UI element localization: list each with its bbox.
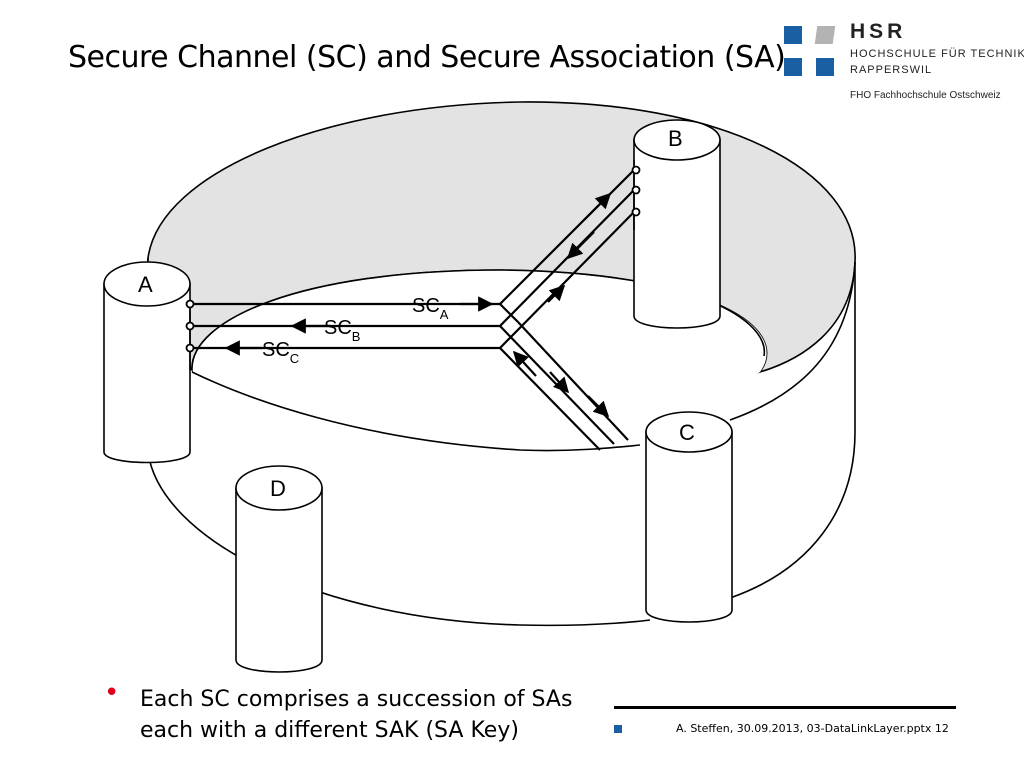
logo-square-blue bbox=[784, 58, 802, 76]
node-a-label: A bbox=[138, 272, 153, 297]
bullet-line-2: each with a different SAK (SA Key) bbox=[140, 718, 519, 743]
port-a-2 bbox=[185, 321, 195, 331]
sc-c-label: SCC bbox=[262, 339, 299, 366]
arrows bbox=[224, 192, 612, 418]
logo-line-1: HOCHSCHULE FÜR TECHNIK bbox=[850, 48, 1024, 60]
node-a: A bbox=[103, 261, 191, 464]
port-a-1 bbox=[185, 299, 195, 309]
slide-title: Secure Channel (SC) and Secure Associati… bbox=[68, 40, 786, 75]
port-b-3 bbox=[631, 207, 641, 217]
ring-bottom-edge bbox=[147, 451, 651, 627]
port-b-1 bbox=[631, 165, 641, 175]
node-b: B bbox=[633, 119, 721, 329]
node-d: D bbox=[235, 465, 323, 673]
ring-inner-edge-right bbox=[729, 261, 856, 421]
bullet-dot: • bbox=[104, 678, 120, 708]
arrow-up-right bbox=[547, 284, 566, 303]
sc-a-label: SCA bbox=[412, 295, 449, 322]
hsr-logo: HSR HOCHSCHULE FÜR TECHNIK RAPPERSWIL FH… bbox=[784, 20, 1024, 112]
ring-floor bbox=[191, 270, 767, 443]
logo-line-3: FHO Fachhochschule Ostschweiz bbox=[850, 90, 1001, 101]
sc-sa-diagram: A B C D bbox=[103, 101, 856, 673]
ring-inner-edge bbox=[191, 371, 641, 452]
port-b-2 bbox=[631, 185, 641, 195]
node-d-label: D bbox=[270, 476, 286, 501]
port-a-3 bbox=[185, 343, 195, 353]
logo-name: HSR bbox=[850, 20, 907, 43]
logo-square-blue bbox=[784, 26, 802, 44]
ports bbox=[185, 165, 641, 353]
footer-square bbox=[614, 725, 622, 733]
footer-text: A. Steffen, 30.09.2013, 03-DataLinkLayer… bbox=[676, 722, 949, 735]
arrow-from-b bbox=[566, 231, 595, 260]
arrow-to-b bbox=[583, 192, 612, 221]
bullet-line-1: Each SC comprises a succession of SAs bbox=[140, 687, 573, 712]
node-c: C bbox=[645, 411, 733, 623]
bullet-item: Each SC comprises a succession of SAs ea… bbox=[140, 684, 572, 746]
node-b-label: B bbox=[668, 126, 683, 151]
sc-a-branch-c bbox=[499, 303, 519, 323]
ring-wall bbox=[148, 258, 856, 640]
node-c-label: C bbox=[679, 420, 695, 445]
arrow-from-c bbox=[512, 350, 537, 377]
ring-bottom-edge-right bbox=[729, 431, 856, 599]
footer-divider bbox=[614, 706, 956, 709]
logo-square-blue bbox=[816, 58, 834, 76]
arrow-to-c-1 bbox=[549, 371, 570, 394]
logo-line-2: RAPPERSWIL bbox=[850, 64, 933, 76]
sc-b-label: SCB bbox=[324, 317, 360, 344]
sc-c-branch bbox=[517, 321, 629, 441]
arrow-to-c-2 bbox=[587, 395, 610, 418]
